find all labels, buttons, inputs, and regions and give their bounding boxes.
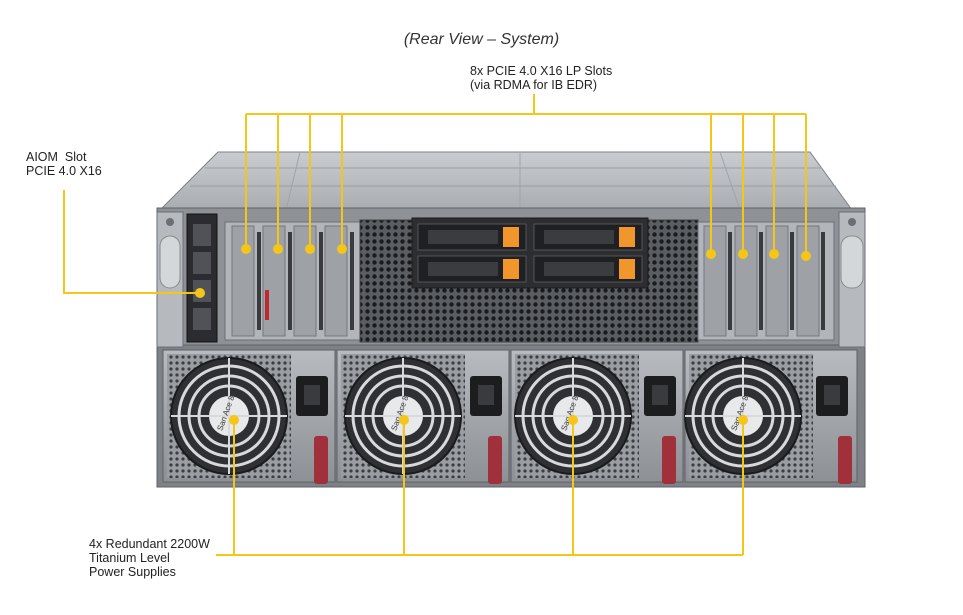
psu-handle: [314, 436, 328, 484]
drive-latch: [619, 259, 635, 279]
psu-label-line1: 4x Redundant 2200W: [89, 537, 210, 551]
psu-callout-dots: [229, 415, 748, 425]
pcie-slots-right: [697, 221, 835, 341]
aiom-label-line2: PCIE 4.0 X16: [26, 164, 102, 178]
psu-2: [336, 349, 510, 484]
aiom-label-line1: AIOM Slot: [26, 150, 87, 164]
psu-label-line2: Titanium Level: [89, 551, 170, 565]
psu-3: [510, 349, 684, 484]
diagram-title: (Rear View – System): [403, 31, 560, 48]
drive-bay-area: [359, 217, 699, 343]
aiom-slot: [186, 213, 218, 343]
power-supplies-callout-label: 4x Redundant 2200W Titanium Level Power …: [89, 537, 210, 579]
psu-label-line3: Power Supplies: [89, 565, 176, 579]
drive-latch: [503, 259, 519, 279]
pcie-callout-dots: [241, 244, 811, 261]
pcie-label-line1: 8x PCIE 4.0 X16 LP Slots: [470, 64, 613, 78]
pcie-label-line2: (via RDMA for IB EDR): [470, 78, 598, 92]
pcie-slots-callout-label: 8x PCIE 4.0 X16 LP Slots (via RDMA for I…: [470, 64, 612, 92]
drive-bay-2: [533, 223, 643, 251]
psu-handle: [662, 436, 676, 484]
drive-bay-4: [533, 255, 643, 283]
drive-latch: [503, 227, 519, 247]
psu-handle: [488, 436, 502, 484]
drive-bay-1: [417, 223, 527, 251]
drive-latch: [619, 227, 635, 247]
aiom-slot-callout-label: AIOM Slot PCIE 4.0 X16: [26, 150, 102, 178]
pcie-callout-lines: [245, 94, 807, 256]
psu-handle: [838, 436, 852, 484]
psu-1: [162, 349, 336, 484]
chassis-lid: [158, 151, 853, 211]
drive-bay-3: [417, 255, 527, 283]
psu-callout-lines: [216, 420, 744, 556]
psu-4: [684, 349, 858, 484]
aiom-callout: [63, 190, 205, 298]
